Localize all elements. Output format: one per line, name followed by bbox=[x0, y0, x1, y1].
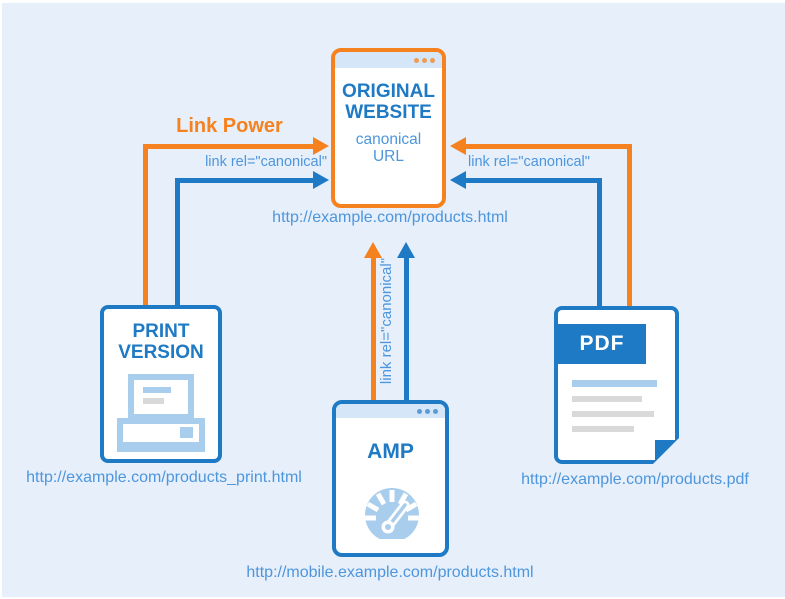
window-dots-icon bbox=[422, 57, 427, 63]
pdf-banner: PDF bbox=[558, 324, 646, 364]
window-dots-icon bbox=[433, 408, 438, 414]
arrow-line bbox=[597, 178, 602, 307]
canonical-label-amp: link rel="canonical" bbox=[378, 257, 395, 385]
print-version-url: http://example.com/products_print.html bbox=[26, 469, 302, 486]
printer-button bbox=[180, 427, 193, 438]
window-dots-icon bbox=[414, 57, 419, 63]
pdf-text-line bbox=[572, 426, 634, 432]
printer-body bbox=[117, 418, 205, 452]
window-dots-icon bbox=[417, 408, 422, 414]
pdf-text-line bbox=[572, 411, 654, 417]
arrow-line bbox=[371, 255, 376, 400]
arrowhead-right-icon bbox=[313, 137, 329, 155]
browser-titlebar bbox=[336, 404, 445, 418]
canonical-label-right: link rel="canonical" bbox=[468, 154, 590, 170]
arrow-line bbox=[143, 144, 315, 149]
pdf-node: PDF bbox=[554, 306, 679, 464]
window-dots-icon bbox=[425, 408, 430, 414]
arrowhead-right-icon bbox=[313, 171, 329, 189]
browser-titlebar bbox=[335, 52, 442, 68]
original-website-title: ORIGINAL WEBSITE bbox=[342, 81, 435, 124]
printer-paper-line bbox=[143, 398, 164, 404]
arrow-line bbox=[627, 144, 632, 307]
arrowhead-left-icon bbox=[450, 171, 466, 189]
amp-title: AMP bbox=[367, 440, 414, 463]
arrow-line bbox=[464, 178, 602, 183]
canonical-url-subtitle: canonical URL bbox=[355, 130, 422, 166]
pdf-text-line bbox=[572, 396, 642, 402]
print-version-node: PRINT VERSION bbox=[100, 305, 222, 463]
speedometer-icon bbox=[364, 488, 420, 539]
pdf-text-line bbox=[572, 380, 657, 387]
arrowhead-up-icon bbox=[364, 242, 382, 258]
amp-url: http://mobile.example.com/products.html bbox=[246, 564, 534, 581]
arrow-line bbox=[404, 255, 409, 400]
original-website-url: http://example.com/products.html bbox=[272, 209, 508, 226]
arrowhead-up-icon bbox=[397, 242, 415, 258]
print-version-title: PRINT VERSION bbox=[118, 321, 204, 364]
printer-paper bbox=[128, 374, 194, 420]
canonical-label-left: link rel="canonical" bbox=[205, 154, 327, 170]
printer-paper-line bbox=[143, 387, 171, 393]
arrow-line bbox=[464, 144, 632, 149]
window-dots-icon bbox=[430, 57, 435, 63]
pdf-url: http://example.com/products.pdf bbox=[521, 471, 749, 488]
pdf-corner-cut bbox=[653, 438, 679, 464]
arrowhead-left-icon bbox=[450, 137, 466, 155]
arrow-line bbox=[175, 178, 180, 307]
arrow-line bbox=[175, 178, 315, 183]
arrow-line bbox=[143, 144, 148, 307]
amp-node: AMP bbox=[332, 400, 449, 557]
original-website-node: ORIGINAL WEBSITE canonical URL bbox=[331, 48, 446, 208]
printer-icon bbox=[117, 374, 205, 452]
link-power-label: Link Power bbox=[176, 115, 283, 137]
